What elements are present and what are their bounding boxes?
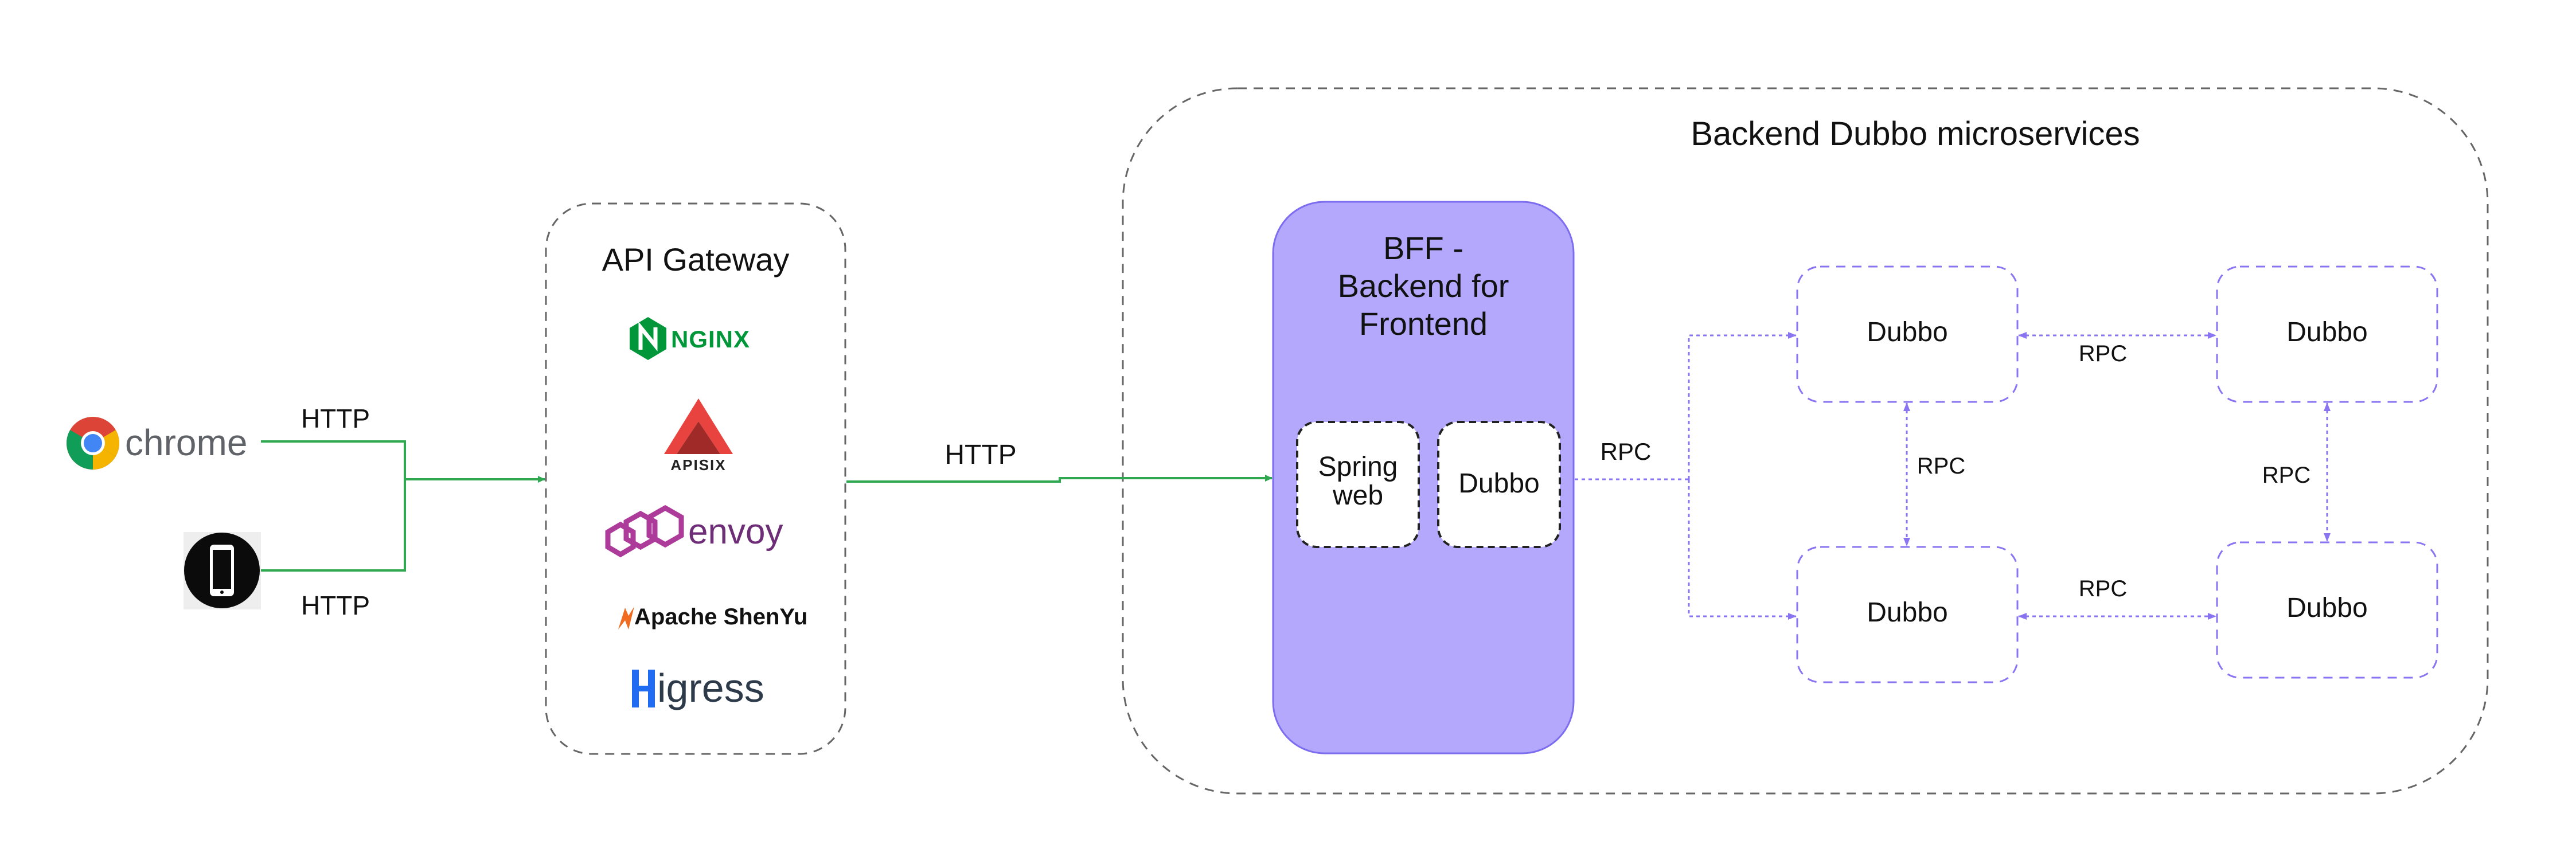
service-label-top-right: Dubbo	[2286, 317, 2368, 347]
rpc-label-bottom: RPC	[2078, 576, 2128, 601]
chrome-icon	[67, 417, 119, 470]
spring-web-line1: Spring	[1318, 452, 1398, 482]
backend-container	[1122, 87, 2489, 795]
rpc-label-bff: RPC	[1600, 438, 1652, 465]
apisix-logo-text: APISIX	[670, 456, 727, 474]
smartphone-icon	[184, 532, 261, 609]
bff-box	[1272, 201, 1575, 754]
shenyu-logo-icon	[618, 607, 634, 630]
bff-title-line3: Frontend	[1359, 306, 1488, 342]
http-label-mobile: HTTP	[300, 591, 370, 620]
bff-title: BFF - Backend for Frontend	[1273, 229, 1574, 343]
service-label-top-left: Dubbo	[1867, 317, 1948, 347]
envoy-logo-icon	[605, 505, 684, 558]
chrome-label: chrome	[125, 422, 248, 463]
apisix-logo-icon	[664, 398, 733, 454]
higress-logo-icon	[632, 670, 655, 707]
shenyu-logo-text: Apache ShenYu	[634, 604, 808, 630]
gateway-title: API Gateway	[602, 241, 790, 277]
service-label-bottom-right: Dubbo	[2286, 593, 2368, 623]
higress-logo-text: igress	[657, 665, 764, 711]
bff-title-line2: Backend for	[1337, 268, 1509, 304]
rpc-label-left: RPC	[1917, 453, 1966, 479]
service-box-top-right	[2216, 265, 2438, 403]
bff-dubbo-label: Dubbo	[1458, 468, 1540, 499]
backend-title: Backend Dubbo microservices	[1691, 115, 2140, 153]
service-box-bottom-right	[2216, 541, 2438, 679]
higress-logo-text-rest: igress	[657, 666, 764, 710]
rpc-label-top: RPC	[2078, 341, 2128, 366]
rpc-label-right: RPC	[2262, 463, 2311, 488]
http-line-to-bff	[846, 475, 1273, 483]
spring-web-label: Spring web	[1297, 452, 1419, 511]
nginx-logo-text: NGINX	[671, 326, 751, 353]
service-label-bottom-left: Dubbo	[1867, 597, 1948, 628]
http-label-browser: HTTP	[300, 404, 370, 433]
rpc-line-to-top-left	[1688, 332, 1797, 479]
spring-web-box	[1296, 421, 1420, 548]
http-line-browser	[261, 440, 406, 479]
spring-web-line2: web	[1332, 480, 1384, 511]
envoy-logo-text: envoy	[688, 512, 783, 552]
http-label-gateway-bff: HTTP	[944, 440, 1017, 470]
nginx-logo-icon	[630, 317, 666, 360]
service-box-top-left	[1796, 265, 2019, 403]
bff-title-line1: BFF -	[1383, 230, 1463, 266]
bff-dubbo-box	[1437, 421, 1561, 548]
gateway-container	[545, 202, 846, 755]
service-box-bottom-left	[1796, 546, 2019, 683]
http-line-mobile	[261, 479, 406, 572]
rpc-line-to-bottom-left	[1688, 479, 1797, 620]
